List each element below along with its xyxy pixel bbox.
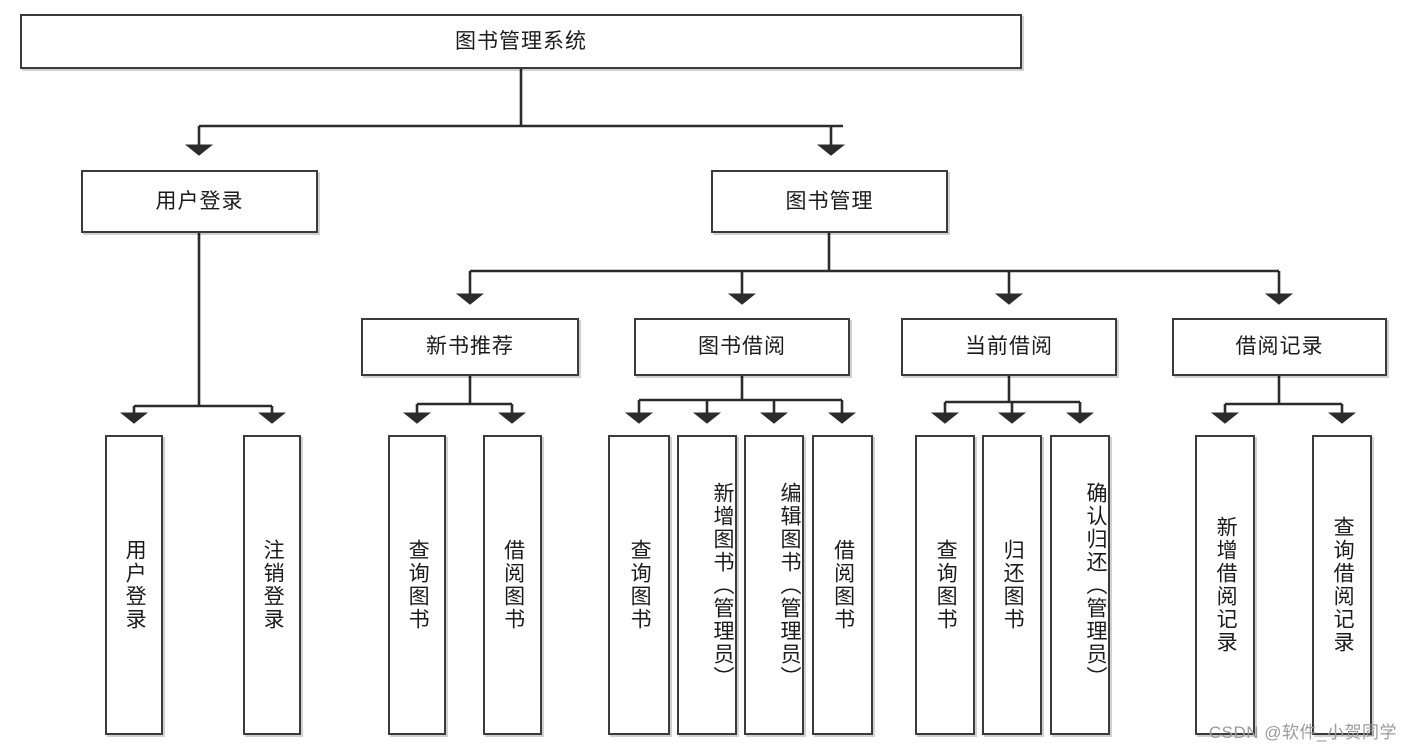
node-leaf-query-book-borrow-label: 查询图书 <box>628 539 652 631</box>
node-current-borrow-label: 当前借阅 <box>965 335 1053 359</box>
node-leaf-add-borrow-record[interactable]: 新增借阅记录 <box>1195 435 1255 735</box>
node-book-borrow-label: 图书借阅 <box>698 335 786 359</box>
node-user-login-label: 用户登录 <box>155 189 244 213</box>
node-leaf-query-book-current-label: 查询图书 <box>934 539 958 631</box>
node-leaf-confirm-return-label: 确认归还（管理员） <box>1084 481 1107 689</box>
node-leaf-query-book-current[interactable]: 查询图书 <box>915 435 975 735</box>
node-book-manage-label: 图书管理 <box>785 189 874 213</box>
node-leaf-add-borrow-record-label: 新增借阅记录 <box>1214 516 1238 654</box>
node-leaf-add-book-label: 新增图书（管理员） <box>711 481 734 689</box>
node-leaf-borrow-book-label: 借阅图书 <box>831 539 855 631</box>
node-root[interactable]: 图书管理系统 <box>20 14 1022 69</box>
node-book-manage[interactable]: 图书管理 <box>711 170 948 233</box>
node-leaf-query-book-rec-label: 查询图书 <box>406 539 430 631</box>
node-new-book-recommend-label: 新书推荐 <box>426 335 514 359</box>
node-leaf-borrow-book-rec-label: 借阅图书 <box>501 539 525 631</box>
node-borrow-record-label: 借阅记录 <box>1235 335 1324 359</box>
node-root-label: 图书管理系统 <box>455 29 587 53</box>
node-borrow-record[interactable]: 借阅记录 <box>1172 318 1387 376</box>
node-leaf-return-book-label: 归还图书 <box>1001 539 1025 631</box>
node-leaf-user-login[interactable]: 用户登录 <box>105 435 163 735</box>
node-leaf-edit-book-label: 编辑图书（管理员） <box>778 481 801 689</box>
node-book-borrow[interactable]: 图书借阅 <box>634 318 850 376</box>
node-new-book-recommend[interactable]: 新书推荐 <box>361 318 579 376</box>
node-leaf-borrow-book-rec[interactable]: 借阅图书 <box>483 435 542 735</box>
node-leaf-query-borrow-record[interactable]: 查询借阅记录 <box>1312 435 1372 735</box>
node-leaf-query-book-borrow[interactable]: 查询图书 <box>608 435 670 735</box>
node-leaf-add-book[interactable]: 新增图书（管理员） <box>677 435 737 735</box>
node-leaf-query-book-rec[interactable]: 查询图书 <box>388 435 446 735</box>
node-user-login[interactable]: 用户登录 <box>81 170 318 233</box>
node-leaf-borrow-book[interactable]: 借阅图书 <box>812 435 873 735</box>
node-leaf-user-logout-label: 注销登录 <box>261 539 285 631</box>
node-leaf-edit-book[interactable]: 编辑图书（管理员） <box>744 435 804 735</box>
node-leaf-user-login-label: 用户登录 <box>123 539 147 631</box>
watermark-text: CSDN @软件_小贺同学 <box>1208 723 1397 742</box>
node-leaf-return-book[interactable]: 归还图书 <box>982 435 1042 735</box>
node-leaf-user-logout[interactable]: 注销登录 <box>243 435 301 735</box>
node-leaf-query-borrow-record-label: 查询借阅记录 <box>1331 516 1355 654</box>
node-current-borrow[interactable]: 当前借阅 <box>901 318 1117 376</box>
node-leaf-confirm-return[interactable]: 确认归还（管理员） <box>1050 435 1110 735</box>
